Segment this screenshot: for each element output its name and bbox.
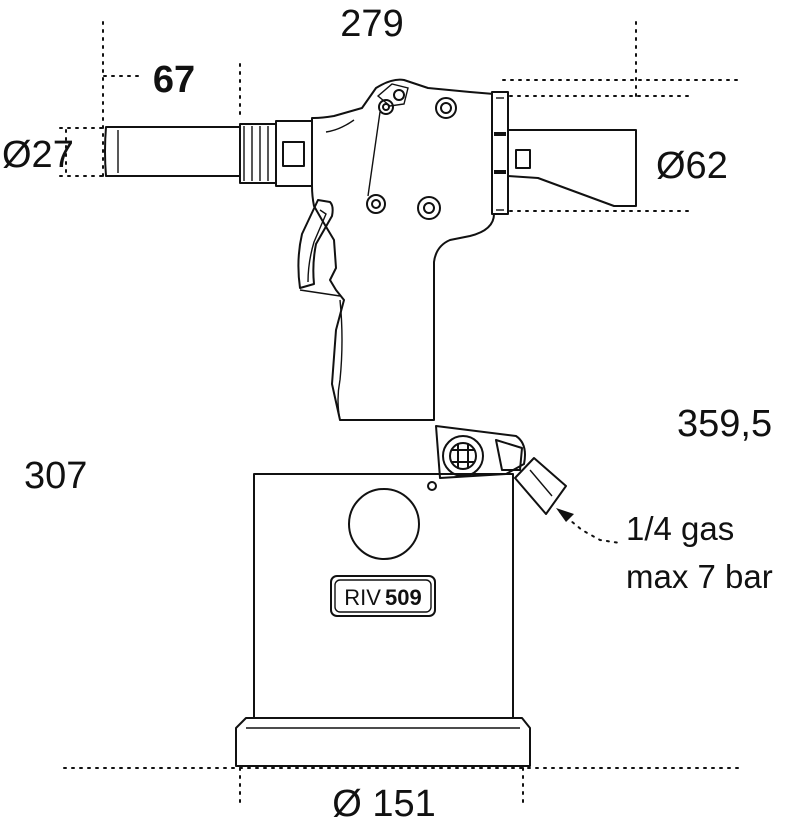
air-inlet-pressure: max 7 bar bbox=[626, 558, 773, 595]
nose-length-dimension: 67 bbox=[153, 59, 195, 101]
inlet-arrow bbox=[556, 508, 621, 544]
label-plate bbox=[330, 575, 436, 617]
height-left-dimension: 307 bbox=[24, 455, 87, 497]
rear-collector bbox=[507, 129, 637, 207]
base-foot bbox=[235, 717, 531, 767]
handle-detail bbox=[337, 299, 343, 421]
rear-flange bbox=[491, 91, 509, 215]
air-inlet-size: 1/4 gas bbox=[626, 510, 734, 547]
trigger bbox=[297, 199, 341, 297]
nose-diameter-dimension: Ø27 bbox=[2, 134, 74, 176]
label-plate-prefix: RIV bbox=[344, 585, 381, 610]
height-right-dimension: 359,5 bbox=[677, 403, 772, 445]
nose-piece bbox=[104, 126, 241, 177]
dimension-lines bbox=[59, 21, 741, 809]
base-diameter-dimension: Ø 151 bbox=[332, 783, 436, 825]
nose-collar bbox=[239, 120, 313, 187]
head-housing bbox=[311, 78, 495, 421]
air-swivel-fitting bbox=[435, 425, 567, 515]
overall-length-dimension: 279 bbox=[340, 3, 403, 45]
label-plate-model: 509 bbox=[385, 585, 422, 610]
base-reservoir bbox=[253, 473, 514, 719]
rear-diameter-dimension: Ø62 bbox=[656, 145, 728, 187]
